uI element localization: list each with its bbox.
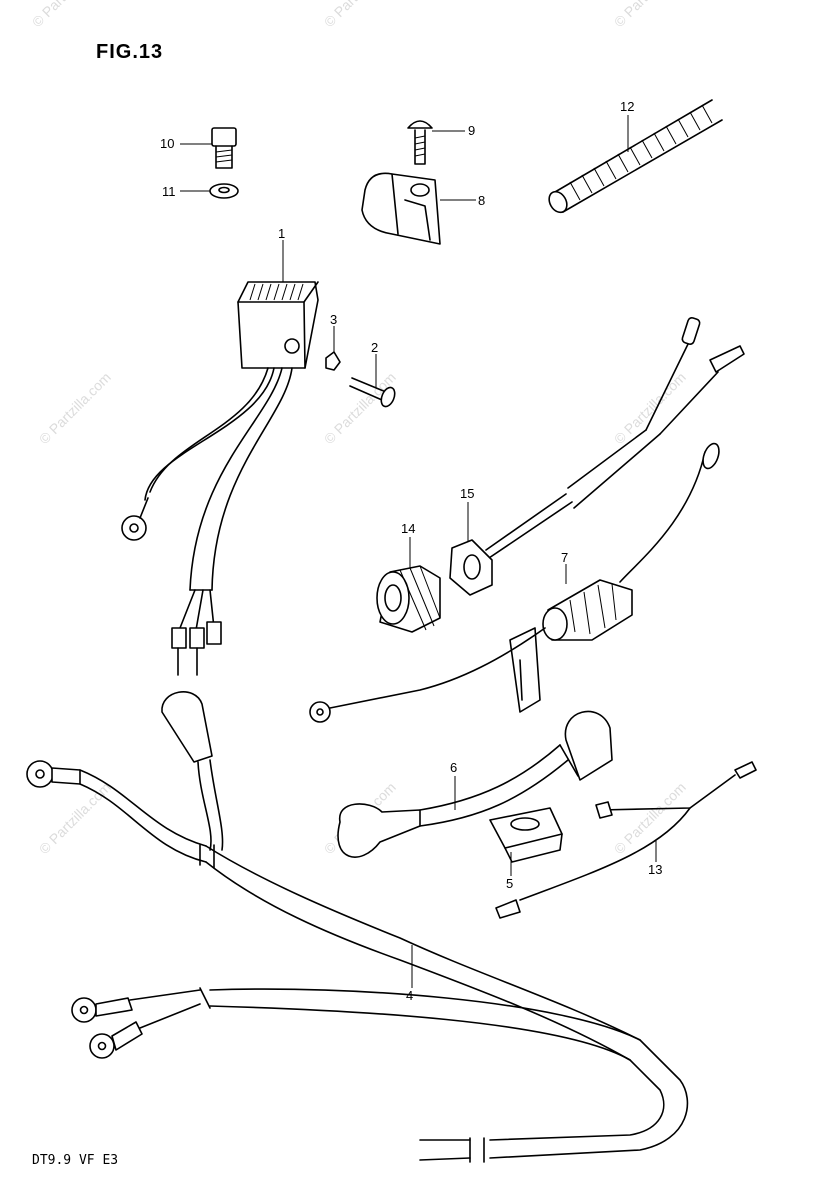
watermark: © Partzilla.com — [36, 779, 114, 857]
callout-4: 4 — [406, 988, 413, 1003]
part-4-wire-harness — [26, 691, 689, 1163]
watermark: © Partzilla.com — [321, 0, 399, 30]
watermark: © Partzilla.com — [29, 0, 107, 30]
watermark: © Partzilla.com — [611, 779, 689, 857]
part-2-screw — [349, 377, 396, 408]
callout-12: 12 — [620, 99, 634, 114]
part-7-switch — [309, 442, 720, 723]
part-10-bolt — [211, 127, 237, 169]
callout-10: 10 — [160, 136, 174, 151]
figure-title: FIG.13 — [96, 41, 163, 63]
leader-lines — [180, 115, 657, 988]
part-11-washer — [209, 183, 239, 199]
callout-8: 8 — [478, 193, 485, 208]
callout-7: 7 — [561, 550, 568, 565]
callout-6: 6 — [450, 760, 457, 775]
callout-5: 5 — [506, 876, 513, 891]
part-14-knob — [376, 565, 441, 633]
part-6-plug-cap — [337, 710, 613, 858]
watermark: © Partzilla.com — [611, 0, 689, 30]
callout-14: 14 — [401, 521, 415, 536]
part-12-spiral-tube — [548, 99, 723, 214]
callout-2: 2 — [371, 340, 378, 355]
callout-13: 13 — [648, 862, 662, 877]
watermark: © Partzilla.com — [611, 369, 689, 447]
callout-3: 3 — [330, 312, 337, 327]
model-code: DT9.9 VF E3 — [32, 1153, 118, 1168]
part-14-cable — [485, 317, 745, 561]
part-9-screw — [407, 120, 433, 165]
callout-9: 9 — [468, 123, 475, 138]
part-13-lead-wire — [495, 761, 757, 919]
callout-1: 1 — [278, 226, 285, 241]
part-5-holder — [489, 807, 563, 863]
watermark: © Partzilla.com — [36, 369, 114, 447]
part-15-nut — [449, 539, 493, 596]
callout-15: 15 — [460, 486, 474, 501]
part-3-nut — [325, 351, 341, 371]
part-8-clamp — [361, 172, 441, 245]
part-1-electronic-unit — [121, 281, 319, 676]
callouts: 1 2 3 4 5 6 7 8 9 10 11 12 13 14 15 — [160, 99, 662, 1003]
callout-11: 11 — [162, 184, 176, 199]
